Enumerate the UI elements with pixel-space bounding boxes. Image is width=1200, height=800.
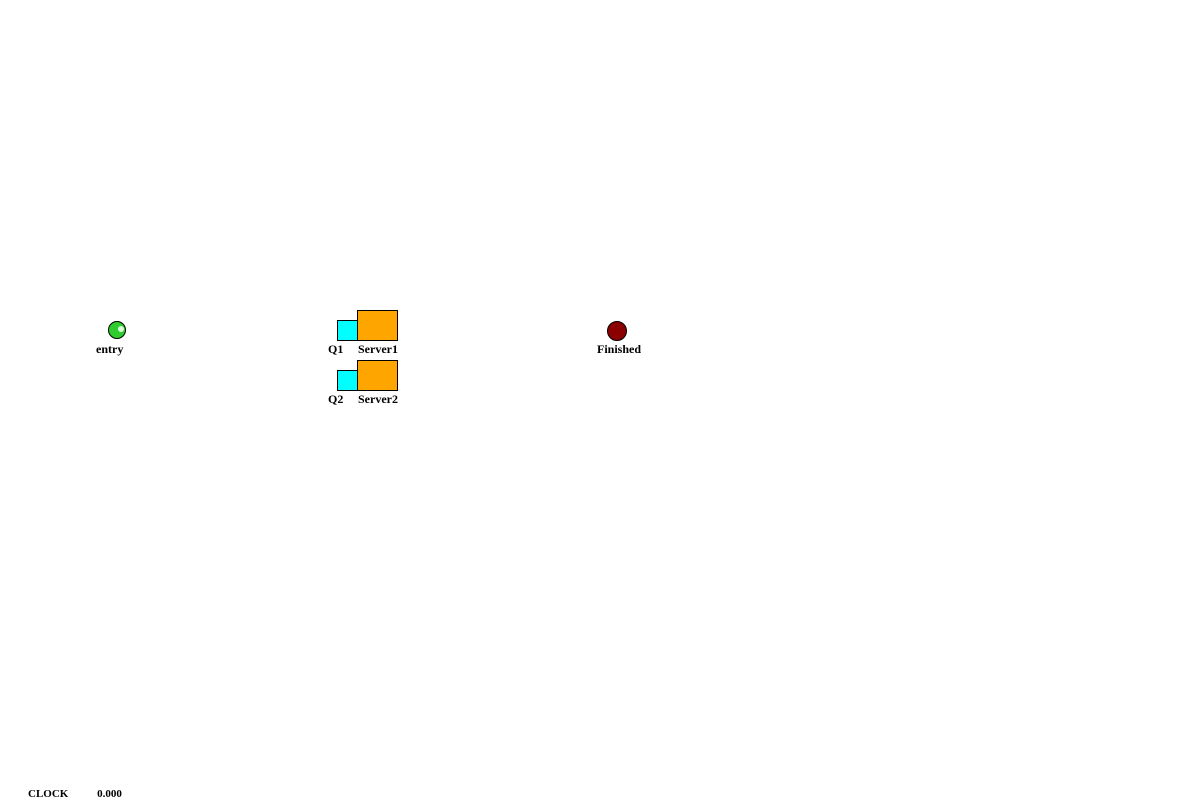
- server2-label: Server2: [358, 392, 398, 406]
- q1-queue[interactable]: [337, 320, 358, 341]
- finished-label: Finished: [597, 342, 642, 356]
- finished-node[interactable]: [607, 321, 627, 341]
- server2-node[interactable]: [357, 360, 398, 391]
- server1-label: Server1: [358, 342, 398, 356]
- entry-node[interactable]: [108, 321, 126, 339]
- clock-readout: CLOCK 0.000: [28, 788, 122, 800]
- clock-value: 0.000: [97, 788, 122, 800]
- q2-label: Q2: [328, 392, 344, 406]
- clock-label: CLOCK: [28, 788, 69, 800]
- server1-node[interactable]: [357, 310, 398, 341]
- q2-queue[interactable]: [337, 370, 358, 391]
- entry-label: entry: [96, 342, 124, 356]
- q1-label: Q1: [328, 342, 344, 356]
- entry-node-highlight: [118, 326, 124, 332]
